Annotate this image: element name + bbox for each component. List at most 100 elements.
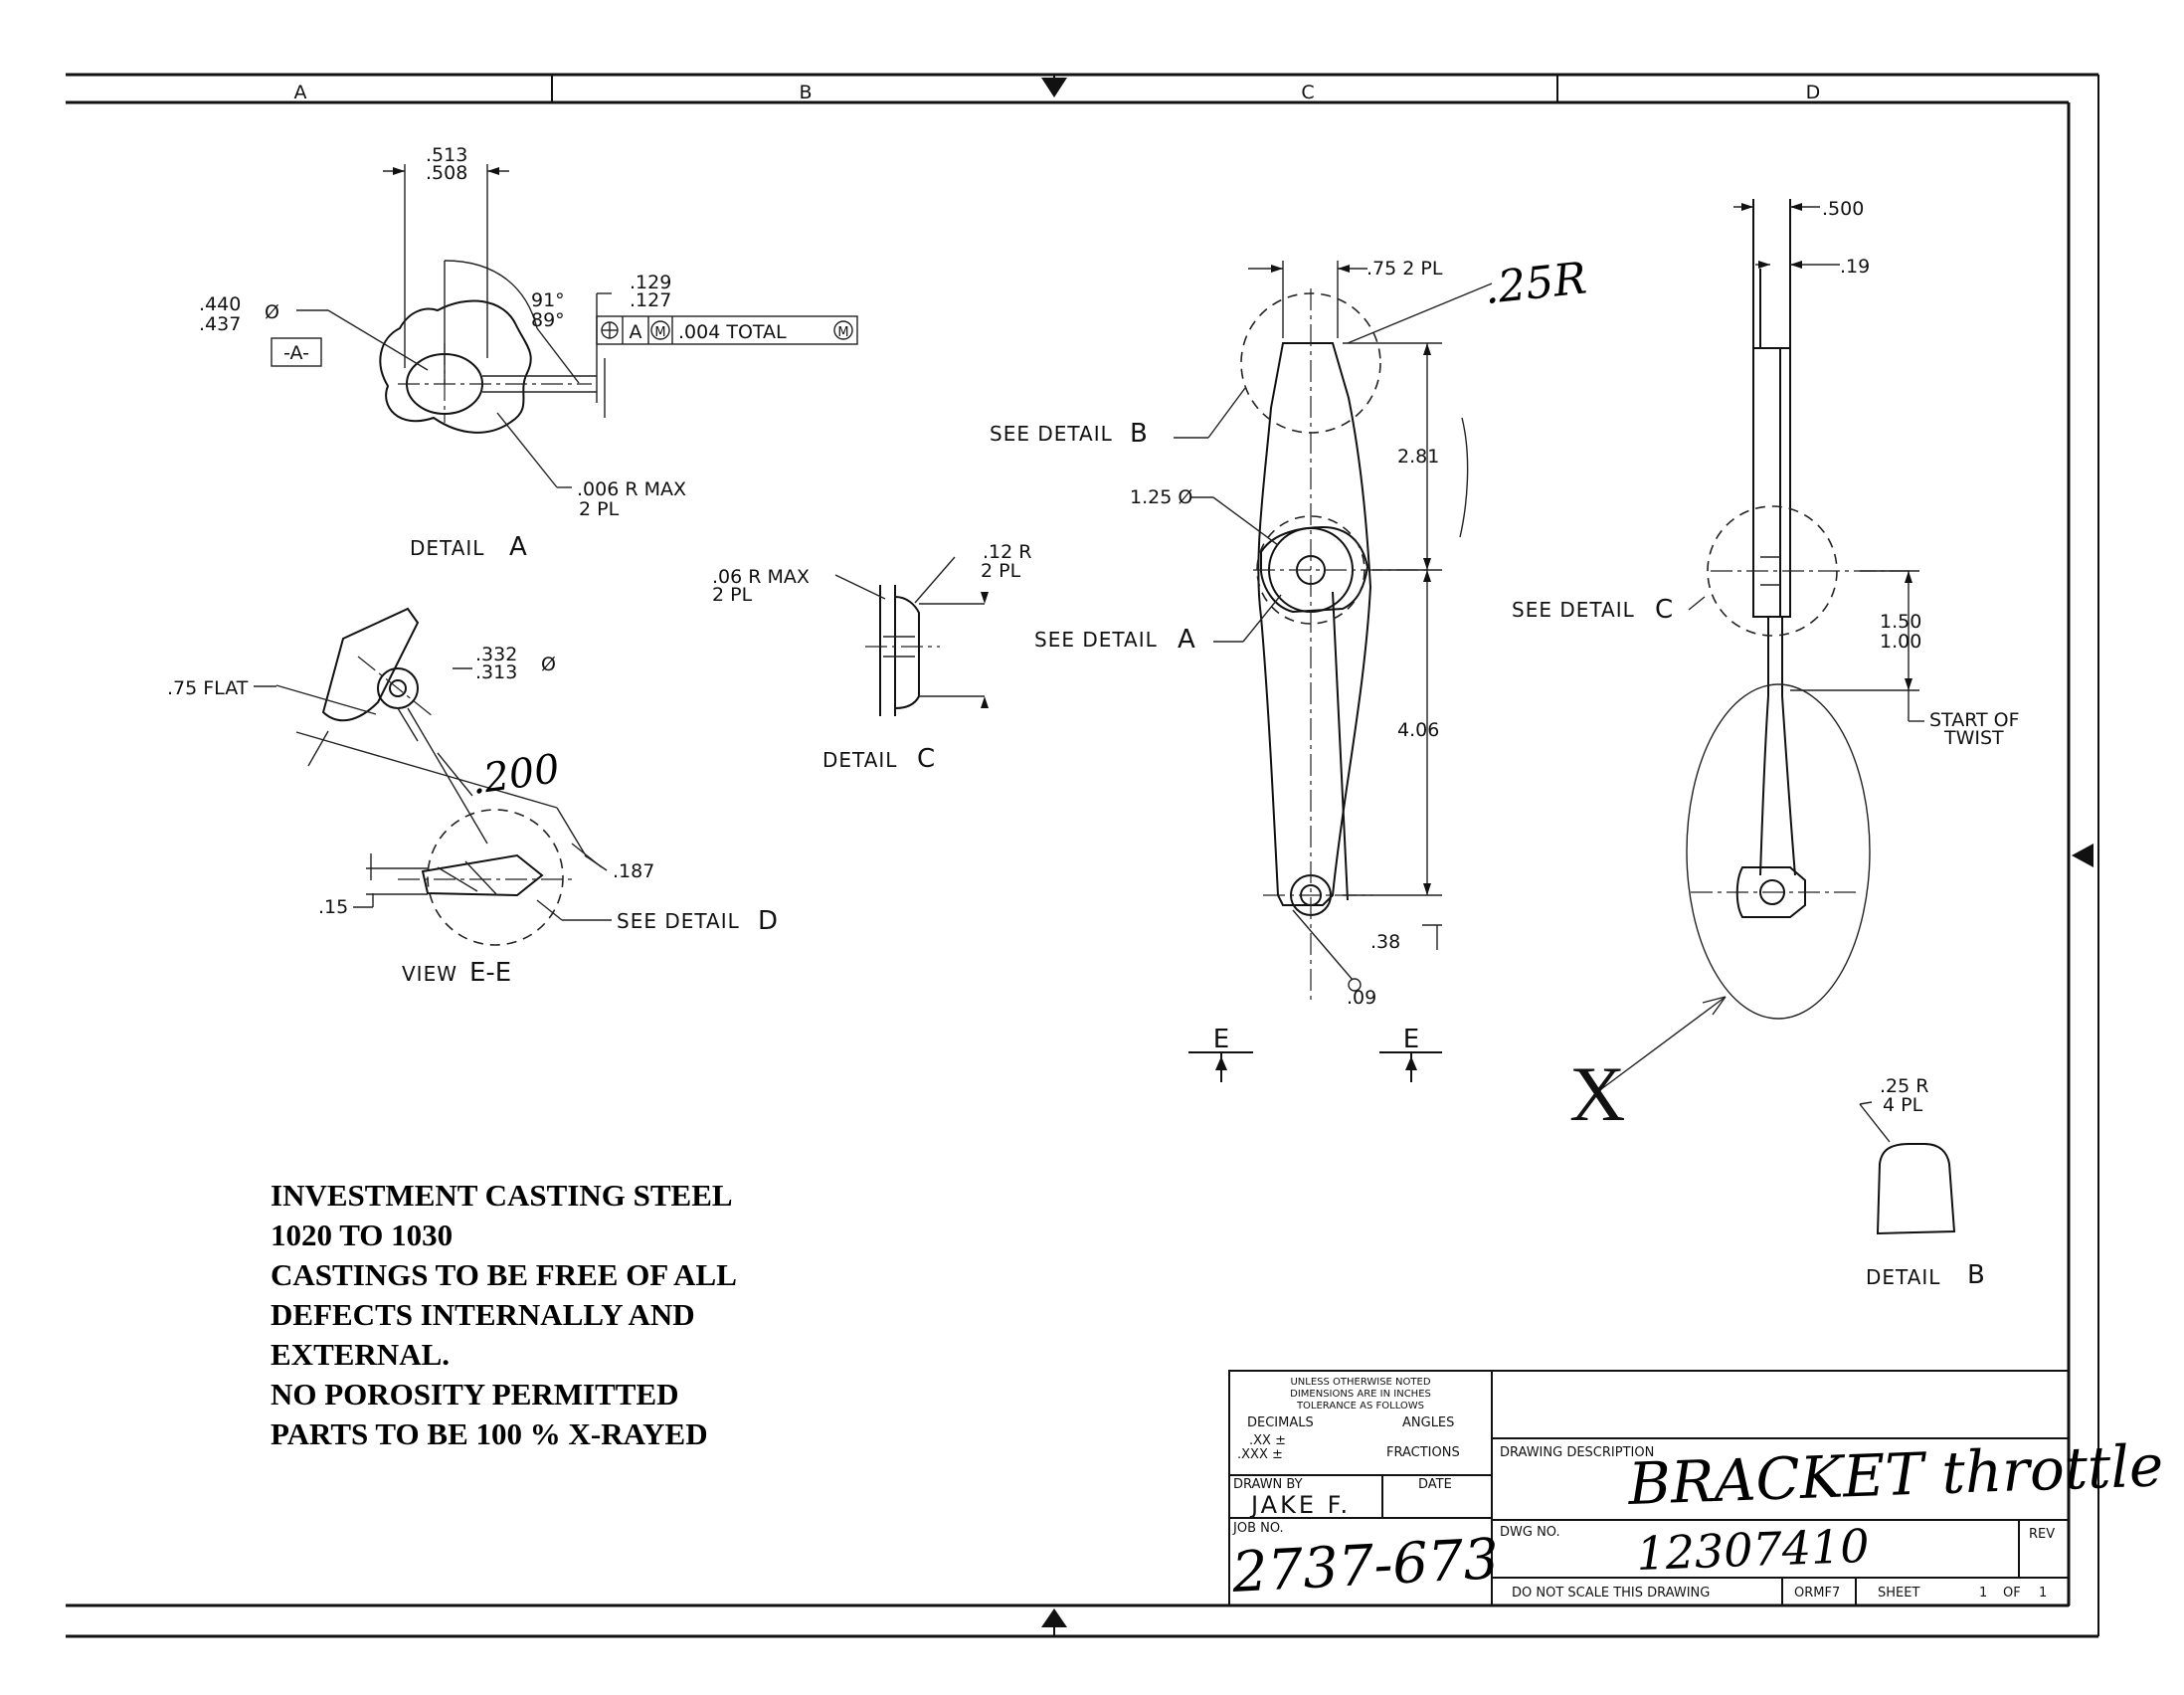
zone-label-a: A xyxy=(294,82,307,103)
drawn-by-value: JAKE F. xyxy=(1249,1491,1351,1519)
main-view-dim-09: .09 xyxy=(1347,987,1376,1009)
main-view-dim-38: .38 xyxy=(1370,931,1400,953)
sheet-border xyxy=(66,73,2099,1638)
note-line: PARTS TO BE 100 % X-RAYED xyxy=(271,1416,708,1451)
side-view-thickness: .500 xyxy=(1822,198,1864,220)
detail-c-letter: C xyxy=(917,744,935,774)
detail-a-datum: -A- xyxy=(283,342,309,364)
note-line: 1020 TO 1030 xyxy=(271,1218,453,1252)
detail-a-key-hi: .129 xyxy=(630,272,671,293)
date-label: DATE xyxy=(1418,1477,1452,1492)
view-e-dia-lo: .313 xyxy=(475,661,517,683)
view-e-flat: .75 FLAT xyxy=(167,677,249,699)
view-e-geometry xyxy=(254,607,612,946)
side-view-twist-1: START OF xyxy=(1929,709,2020,731)
side-view-see-detail-c: SEE DETAIL xyxy=(1512,598,1635,622)
main-view-geometry xyxy=(1174,261,1493,1082)
view-e-dim-187: .187 xyxy=(613,860,654,882)
top-center-arrow-icon xyxy=(1041,78,1067,97)
detail-b-count: 4 PL xyxy=(1883,1094,1923,1116)
drawn-by-label: DRAWN BY xyxy=(1233,1477,1303,1492)
tol-angles: ANGLES xyxy=(1402,1415,1454,1430)
zone-label-b: B xyxy=(799,82,812,103)
side-view-letter-c: C xyxy=(1655,595,1673,625)
zone-label-d: D xyxy=(1806,82,1821,103)
main-view-bore: 1.25 Ø xyxy=(1130,486,1192,508)
note-line: DEFECTS INTERNALLY AND xyxy=(271,1297,695,1332)
side-view-geometry xyxy=(1600,199,1924,1090)
detail-a-fcf-datum: A xyxy=(630,321,642,343)
rev-label: REV xyxy=(2029,1527,2055,1542)
side-view-thin: .19 xyxy=(1840,256,1870,278)
detail-a-fcf-modifier: M xyxy=(654,325,665,340)
detail-c-title: DETAIL xyxy=(822,748,897,772)
main-view-see-detail-b: SEE DETAIL xyxy=(990,422,1113,446)
detail-a-radius-count: 2 PL xyxy=(579,498,620,520)
detail-c-edge-count: 2 PL xyxy=(981,560,1021,582)
dwg-no-value: 12307410 xyxy=(1635,1519,1870,1581)
detail-a-angle-lo: 89° xyxy=(531,309,565,331)
note-line: CASTINGS TO BE FREE OF ALL xyxy=(271,1257,737,1292)
view-e-dim-15: .15 xyxy=(318,896,348,918)
detail-a-dia-hi: .440 xyxy=(199,293,241,315)
detail-a-geometry xyxy=(271,164,858,488)
do-not-scale: DO NOT SCALE THIS DRAWING xyxy=(1512,1586,1710,1601)
side-view-dim-lo: 1.00 xyxy=(1880,631,1921,653)
detail-c-edge: .12 R xyxy=(983,541,1031,563)
tol-xxx: .XXX ± xyxy=(1237,1447,1283,1462)
detail-a-angle-hi: 91° xyxy=(531,289,565,311)
main-view-dim-281: 2.81 xyxy=(1397,446,1439,468)
sheet-label: SHEET xyxy=(1878,1586,1919,1601)
tol-note-3: TOLERANCE AS FOLLOWS xyxy=(1296,1401,1424,1412)
tol-note-1: UNLESS OTHERWISE NOTED xyxy=(1290,1377,1430,1388)
tol-fractions: FRACTIONS xyxy=(1386,1445,1460,1460)
main-view-width: .75 2 PL xyxy=(1366,258,1443,280)
detail-a-dia-symbol: Ø xyxy=(265,301,279,323)
view-e-title: VIEW xyxy=(402,962,457,986)
detail-b-radius: .25 R xyxy=(1880,1075,1928,1097)
view-e-letter: E-E xyxy=(469,958,511,988)
main-view-dim-406: 4.06 xyxy=(1397,719,1439,741)
form-number: ORMF7 xyxy=(1794,1586,1840,1601)
view-e-handwritten-dim: .200 xyxy=(468,746,563,804)
tol-xx: .XX ± xyxy=(1249,1433,1286,1448)
bottom-center-arrow-icon xyxy=(1041,1608,1067,1627)
section-marker-left: E xyxy=(1213,1025,1229,1054)
detail-a-key-lo: .127 xyxy=(630,289,671,311)
right-center-arrow-icon xyxy=(2072,844,2093,867)
main-view-letter-b: B xyxy=(1130,419,1148,449)
side-view-callout: X xyxy=(1569,1050,1625,1137)
note-line: NO POROSITY PERMITTED xyxy=(271,1377,679,1412)
main-view-letter-a: A xyxy=(1178,625,1195,655)
job-no-value: 2737-673 xyxy=(1229,1527,1500,1605)
note-line: INVESTMENT CASTING STEEL xyxy=(271,1178,733,1213)
detail-b-letter: B xyxy=(1967,1260,1985,1290)
title-block xyxy=(1228,1370,2070,1606)
view-e-dia-hi: .332 xyxy=(475,644,517,665)
general-notes: INVESTMENT CASTING STEEL 1020 TO 1030 CA… xyxy=(271,1178,737,1451)
detail-a-radius: .006 R MAX xyxy=(577,478,686,500)
of-label: OF xyxy=(2003,1586,2021,1601)
detail-a-title: DETAIL xyxy=(410,536,484,560)
description-value: BRACKET throttle xyxy=(1626,1431,2164,1518)
dwg-no-label: DWG NO. xyxy=(1500,1525,1560,1540)
view-e-see-letter: D xyxy=(758,906,778,936)
job-no-label: JOB NO. xyxy=(1232,1521,1284,1536)
tol-decimals: DECIMALS xyxy=(1247,1415,1314,1430)
side-view-dim-hi: 1.50 xyxy=(1880,611,1921,633)
zone-label-c: C xyxy=(1301,82,1314,103)
detail-b-geometry xyxy=(1859,1101,1956,1235)
of-value: 1 xyxy=(2039,1586,2047,1601)
sheet-value: 1 xyxy=(1979,1586,1987,1601)
view-e-see-detail: SEE DETAIL xyxy=(617,909,740,933)
section-marker-right: E xyxy=(1403,1025,1419,1054)
detail-b-title: DETAIL xyxy=(1866,1265,1940,1289)
detail-c-radius-count: 2 PL xyxy=(712,584,753,606)
detail-c-geometry xyxy=(834,556,989,716)
detail-a-width-hi: .513 xyxy=(426,144,467,166)
main-view-see-detail-a: SEE DETAIL xyxy=(1034,628,1158,652)
detail-a-width-lo: .508 xyxy=(426,162,467,184)
detail-a-dia-lo: .437 xyxy=(199,313,241,335)
side-view-twist-2: TWIST xyxy=(1943,727,2004,749)
